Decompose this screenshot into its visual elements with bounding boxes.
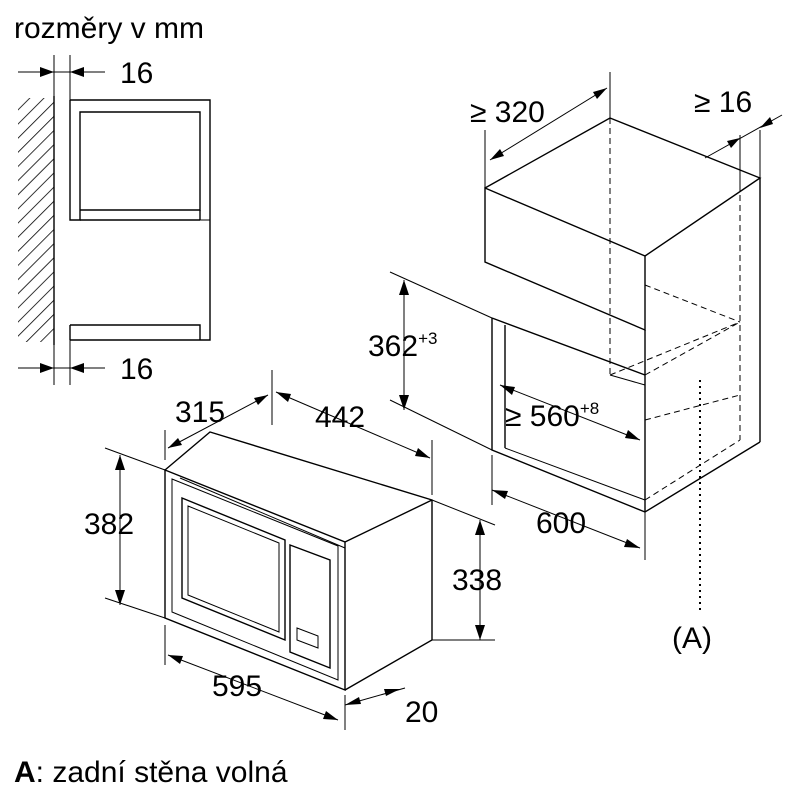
side-bottom-gap-label: 16 [120,353,153,386]
side-top-gap-label: 16 [120,57,153,90]
wall-hatch [18,98,54,342]
legend-key: A [14,756,36,789]
legend-text: : zadní stěna volná [36,756,288,789]
appliance-total-height-label: 382 [84,508,134,541]
opening-width-label: ≥ 560+8 [505,399,599,433]
cabinet-depth-label: ≥ 320 [470,96,545,129]
rear-wall-marker: (A) [672,622,712,655]
opening-height-label: 362+3 [368,329,437,363]
side-view: 16 16 [18,55,211,386]
cabinet-width-label: 600 [536,507,586,540]
cabinet-drawing: (A) ≥ 320 ≥ 16 362+3 ≥ 560+8 600 [368,72,783,655]
appliance-depth-label: 315 [175,396,225,429]
appliance-front-depth-label: 20 [405,696,438,729]
appliance-drawing: 315 442 382 338 595 20 [84,370,502,730]
legend: A: zadní stěna volná [14,756,288,789]
appliance-body-height-label: 338 [452,564,502,597]
appliance-total-width-label: 595 [212,670,262,703]
cabinet-side-gap-label: ≥ 16 [694,86,752,119]
appliance-body-width-label: 442 [315,401,365,434]
units-title: rozměry v mm [14,12,204,45]
